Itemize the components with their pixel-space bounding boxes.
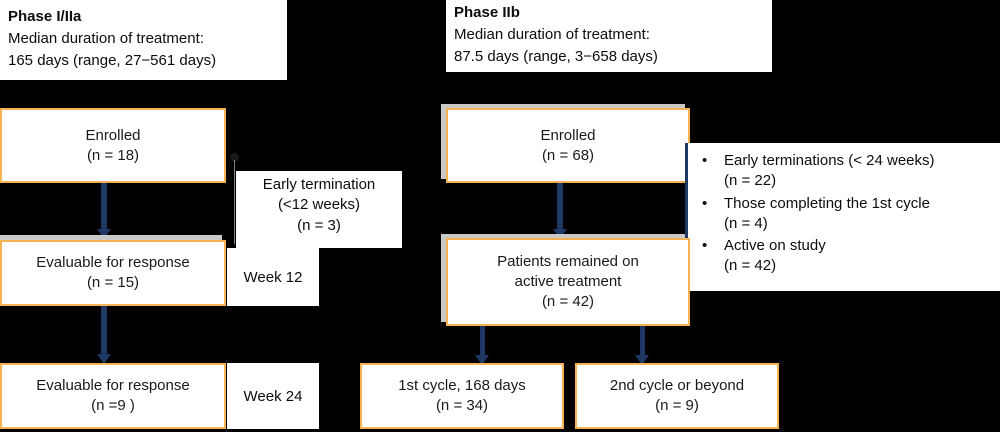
left-enrolled-line2: (n = 18) <box>86 146 140 164</box>
week24-evaluable-box: Evaluable for response (n =9 ) <box>0 363 226 429</box>
left-header-line1: Median duration of treatment: <box>8 29 204 47</box>
list-item: • Early terminations (< 24 weeks) (n = 2… <box>690 151 996 192</box>
week12-evaluable-line2: (n = 15) <box>86 274 140 291</box>
week12-box-shadow <box>0 235 222 243</box>
right-arrow-2a-stem <box>480 326 485 358</box>
left-arrow-1-stem <box>101 183 107 231</box>
bullet-0-line1: Early terminations (< 24 weeks) <box>724 152 935 169</box>
right-bullets-list: • Early terminations (< 24 weeks) (n = 2… <box>690 151 996 277</box>
right-enrolled-line1: Enrolled <box>540 126 596 144</box>
cycle1-line1: 1st cycle, 168 days <box>398 377 526 395</box>
cycle2-box: 2nd cycle or beyond (n = 9) <box>575 363 779 429</box>
left-arrow-2-head <box>97 354 111 364</box>
week12-label-panel: Week 12 <box>227 248 319 306</box>
cycle1-box: 1st cycle, 168 days (n = 34) <box>360 363 564 429</box>
week24-evaluable-line1: Evaluable for response <box>36 377 190 395</box>
week12-evaluable-box: Evaluable for response (n = 15) <box>0 240 226 306</box>
active-treatment-line3: (n = 42) <box>541 292 595 310</box>
bullet-1-line1: Those completing the 1st cycle <box>724 194 930 212</box>
right-header-line2: 87.5 days (range, 3−658 days) <box>454 47 658 65</box>
right-arrow-2b-stem <box>640 326 645 358</box>
week12-label: Week 12 <box>243 268 303 286</box>
bullet-icon: • <box>702 152 708 169</box>
right-header-panel: Phase IIb Median duration of treatment: … <box>446 0 772 72</box>
active-treatment-line1: Patients remained on <box>497 253 639 271</box>
right-arrow-2a-head <box>475 355 489 365</box>
cycle1-line2: (n = 34) <box>435 397 489 414</box>
bullet-2-line2: (n = 42) <box>724 257 777 275</box>
bullet-2-line1: Active on study <box>724 237 826 254</box>
cycle2-line2: (n = 9) <box>655 397 699 414</box>
right-bullets-panel: • Early terminations (< 24 weeks) (n = 2… <box>685 143 1000 291</box>
left-header-panel: Phase I/IIa Median duration of treatment… <box>0 0 287 80</box>
active-treatment-box: Patients remained on active treatment (n… <box>446 238 690 326</box>
week12-evaluable-line1: Evaluable for response <box>36 254 190 272</box>
bullet-1-line2: (n = 4) <box>724 214 768 232</box>
left-arrow-2-stem <box>101 306 107 356</box>
right-arrow-1-stem <box>557 183 563 231</box>
week24-label: Week 24 <box>243 387 303 405</box>
left-arrow-1-head <box>97 229 111 239</box>
bullet-icon: • <box>702 237 708 254</box>
week24-label-panel: Week 24 <box>227 363 319 429</box>
early-termination-connector-line <box>234 160 235 244</box>
early-termination-line1: Early termination <box>262 176 376 193</box>
right-header-line1: Median duration of treatment: <box>454 25 650 43</box>
list-item: • Those completing the 1st cycle (n = 4) <box>690 194 996 235</box>
bullet-0-line2: (n = 22) <box>724 172 777 190</box>
early-termination-line3: (n = 3) <box>297 216 341 234</box>
right-header-title: Phase IIb <box>454 4 520 21</box>
week24-evaluable-line2: (n =9 ) <box>91 397 135 414</box>
active-treatment-line2: active treatment <box>514 273 622 291</box>
cycle2-line1: 2nd cycle or beyond <box>609 377 745 395</box>
right-enrolled-line2: (n = 68) <box>541 146 595 164</box>
early-termination-panel: Early termination (<12 weeks) (n = 3) <box>236 171 402 248</box>
right-arrow-2b-head <box>635 355 649 365</box>
left-enrolled-line1: Enrolled <box>85 126 141 144</box>
early-termination-connector-dot <box>230 153 239 162</box>
bullet-icon: • <box>702 194 708 212</box>
left-header-line2: 165 days (range, 27−561 days) <box>8 51 217 69</box>
early-termination-line2: (<12 weeks) <box>277 196 361 214</box>
list-item: • Active on study (n = 42) <box>690 236 996 277</box>
right-enrolled-box: Enrolled (n = 68) <box>446 108 690 183</box>
left-enrolled-box: Enrolled (n = 18) <box>0 108 226 183</box>
left-header-title: Phase I/IIa <box>8 8 82 25</box>
